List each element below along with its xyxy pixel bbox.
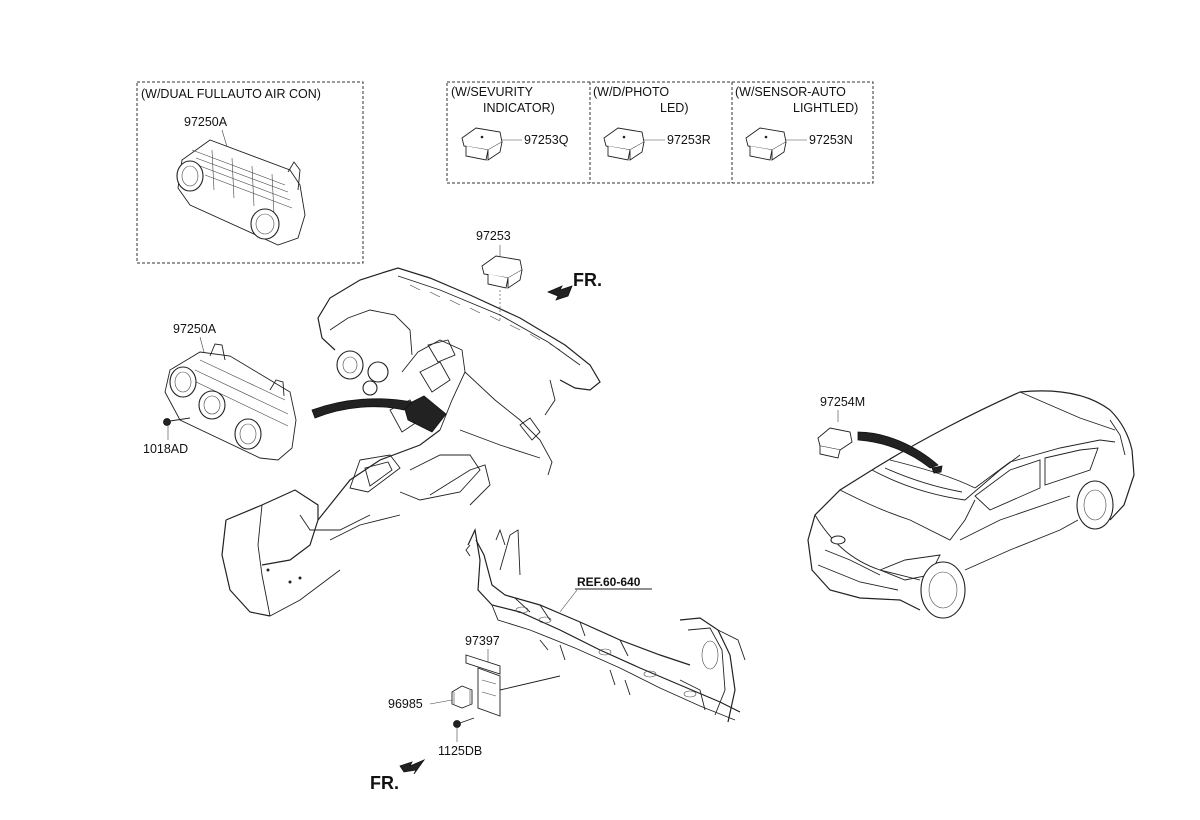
car-illustration: [807, 390, 1135, 619]
photo-led-option: (W/D/PHOTO LED) 97253R: [593, 85, 711, 161]
reference-label: REF.60-640: [577, 575, 641, 589]
sensor-auto-caption-line1: (W/SENSOR-AUTO: [735, 85, 846, 99]
main-sensor-part-number: 97253: [476, 229, 511, 243]
sensor-auto-light-illustration: [745, 127, 787, 161]
front-label-top: FR.: [573, 270, 602, 290]
security-caption-line1: (W/SEVURITY: [451, 85, 534, 99]
main-sensor-group: 97253: [476, 229, 523, 322]
screw-main-part-number: 1018AD: [143, 442, 188, 456]
photo-led-caption-line2: LED): [660, 101, 688, 115]
small-sensor-leader: [429, 699, 453, 705]
dual-full-auto-box-frame: [136, 81, 364, 264]
sensor-auto-part-number: 97253N: [809, 133, 853, 147]
dash-control-slot: [403, 395, 447, 433]
screw-small-part-number: 1125DB: [438, 744, 482, 758]
photo-led-part-number: 97253R: [667, 133, 711, 147]
front-direction-top: FR.: [546, 270, 602, 301]
dual-full-auto-air-con-box: (W/DUAL FULLAUTO AIR CON) 97250A: [136, 81, 364, 264]
small-sensor-illustration: [451, 685, 473, 709]
main-control-unit-group: 97250A 1018AD: [143, 322, 297, 461]
dual-full-auto-caption: (W/DUAL FULLAUTO AIR CON): [141, 87, 321, 101]
main-sensor-illustration: [481, 255, 523, 289]
front-label-bottom: FR.: [370, 773, 399, 793]
sensor-options-box: (W/SEVURITY INDICATOR) 97253Q (W/D/PHOTO…: [446, 81, 874, 184]
security-sensor-illustration: [461, 127, 503, 161]
cowl-crossbar-illustration: [465, 527, 746, 723]
dual-full-auto-part-number: 97250A: [184, 115, 228, 129]
main-control-part-number: 97250A: [173, 322, 217, 336]
bracket-illustration: [465, 654, 561, 717]
car-sensor-part-number: 97254M: [820, 395, 865, 409]
front-arrow-top-icon: [546, 285, 573, 301]
front-arrow-bottom-icon: [399, 759, 426, 775]
car-insert-arrow-icon: [857, 431, 939, 469]
main-control-unit-illustration: [164, 343, 297, 461]
dash-insert-arrow-icon: [311, 398, 413, 419]
screw-1018ad-illustration: [163, 417, 191, 426]
bracket-group: 97397 96985 1125DB: [388, 634, 561, 758]
small-sensor-part-number: 96985: [388, 697, 423, 711]
dual-full-auto-control-unit-illustration: [176, 139, 306, 246]
front-direction-bottom: FR.: [370, 759, 426, 793]
car-sensor-illustration: [817, 427, 853, 459]
sensor-auto-light-option: (W/SENSOR-AUTO LIGHTLED) 97253N: [735, 85, 858, 161]
photo-led-caption-line1: (W/D/PHOTO: [593, 85, 669, 99]
bracket-part-number: 97397: [465, 634, 500, 648]
car-group: 97254M: [807, 390, 1135, 619]
security-indicator-option: (W/SEVURITY INDICATOR) 97253Q: [451, 85, 569, 161]
reference-leader: [559, 589, 578, 613]
security-part-number: 97253Q: [524, 133, 569, 147]
sensor-auto-caption-line2: LIGHTLED): [793, 101, 858, 115]
dashboard-assembly-illustration: [221, 267, 601, 617]
security-caption-line2: INDICATOR): [483, 101, 555, 115]
sensor-options-box-frame: [446, 81, 874, 184]
reference-label-group: REF.60-640: [559, 575, 652, 613]
screw-1125db-illustration: [453, 717, 475, 728]
photo-led-sensor-illustration: [603, 127, 645, 161]
